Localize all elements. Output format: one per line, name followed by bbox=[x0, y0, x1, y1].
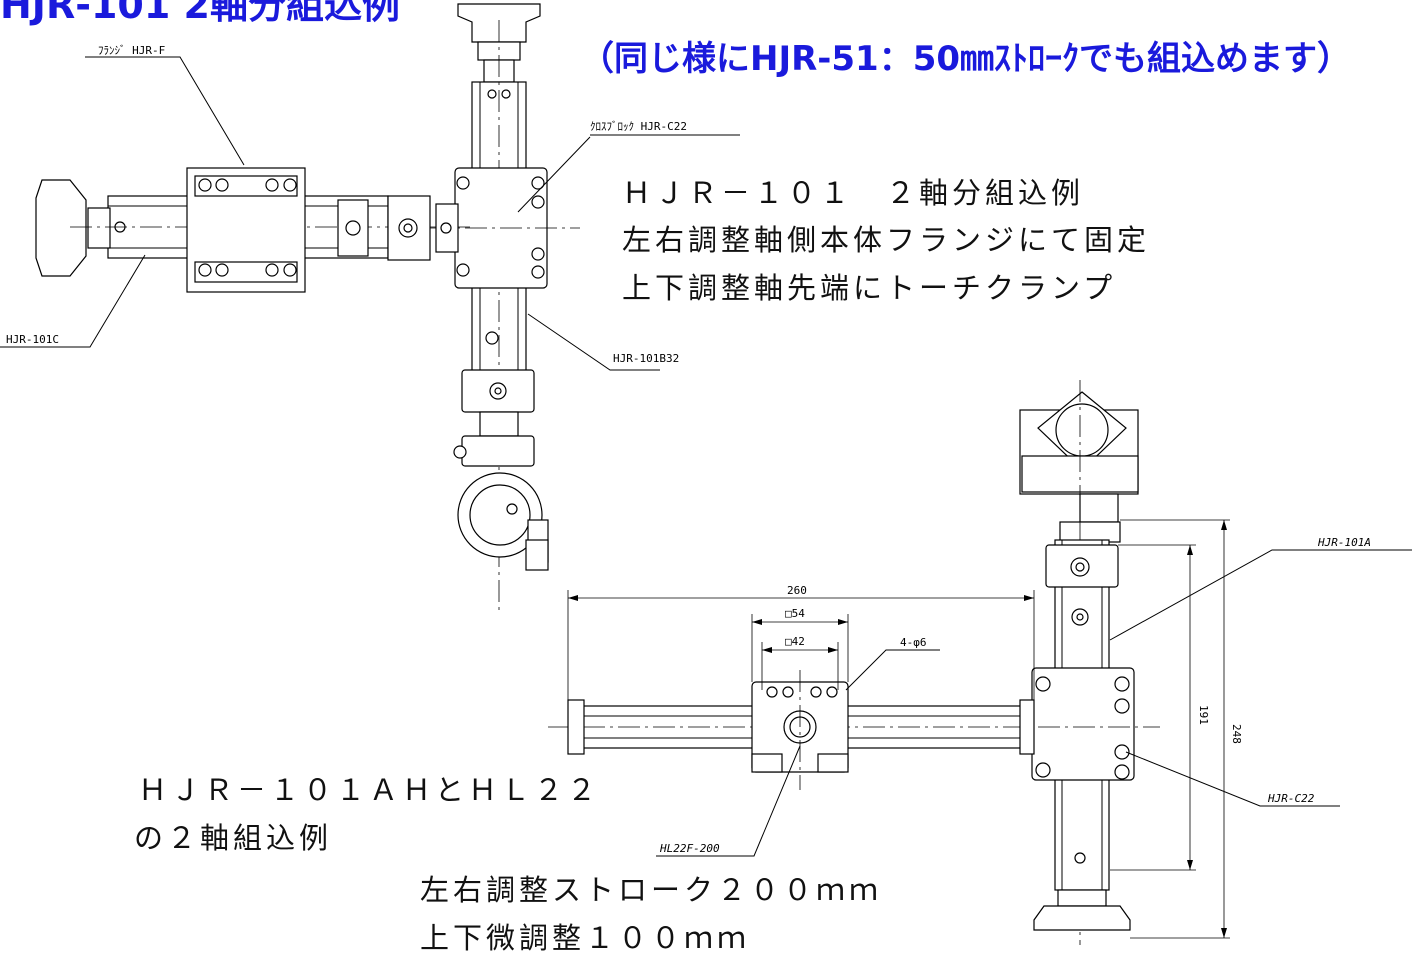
callout-holes: 4-φ6 bbox=[900, 636, 927, 649]
dim-square-42: □42 bbox=[785, 635, 805, 648]
dim-square-54: □54 bbox=[785, 607, 805, 620]
lower-description-line-2: の２軸組込例 bbox=[134, 821, 332, 855]
title-block: HJR-101 2軸分組込例 （同じ様にHJR-51：50㎜ｽﾄﾛｰｸでも組込め… bbox=[0, 0, 1351, 79]
callout-hjr-101c: HJR-101C bbox=[6, 333, 59, 346]
upper-description-line-2: 左右調整軸側本体フランジにて固定 bbox=[622, 223, 1150, 257]
lower-description: ＨＪＲ－１０１ＡＨとＨＬ２２ の２軸組込例 左右調整ストローク２００ｍｍ 上下微… bbox=[134, 773, 882, 955]
lower-bottom-knob bbox=[1033, 905, 1131, 931]
lower-dimensions: 260 □54 □42 191 248 bbox=[567, 519, 1243, 939]
dim-260: 260 bbox=[787, 584, 807, 597]
upper-description-line-3: 上下調整軸先端にトーチクランプ bbox=[622, 271, 1116, 305]
upper-description: ＨＪＲ－１０１ ２軸分組込例 左右調整軸側本体フランジにて固定 上下調整軸先端に… bbox=[622, 176, 1150, 305]
callout-hjr-c22-lower: HJR-C22 bbox=[1267, 792, 1315, 805]
dim-248: 248 bbox=[1230, 724, 1243, 744]
callout-flange: ﾌﾗﾝｼﾞ HJR-F bbox=[98, 44, 165, 57]
callout-hjr-101b32: HJR-101B32 bbox=[613, 352, 679, 365]
stroke-line-1: 左右調整ストローク２００ｍｍ bbox=[420, 873, 882, 907]
page-subtitle: （同じ様にHJR-51：50㎜ｽﾄﾛｰｸでも組込めます） bbox=[580, 39, 1351, 79]
lower-assembly: 260 □54 □42 191 248 HJR-101A HJR-C22 HL2… bbox=[548, 380, 1412, 945]
upper-assembly: ﾌﾗﾝｼﾞ HJR-F ｸﾛｽﾌﾞﾛｯｸ HJR-C22 HJR-101C HJ… bbox=[0, 3, 740, 612]
lower-description-line-1: ＨＪＲ－１０１ＡＨとＨＬ２２ bbox=[138, 773, 600, 807]
callout-hjr-101a: HJR-101A bbox=[1317, 536, 1371, 549]
upper-left-knob bbox=[35, 179, 87, 277]
callout-cross-block-upper: ｸﾛｽﾌﾞﾛｯｸ HJR-C22 bbox=[590, 120, 687, 133]
page-title-cut: HJR-101 2軸分組込例 bbox=[0, 0, 400, 27]
dim-191: 191 bbox=[1197, 705, 1210, 725]
upper-description-line-1: ＨＪＲ－１０１ ２軸分組込例 bbox=[622, 176, 1084, 210]
callout-hl22f-200: HL22F-200 bbox=[659, 842, 720, 855]
stroke-line-2: 上下微調整１００ｍｍ bbox=[420, 921, 750, 955]
